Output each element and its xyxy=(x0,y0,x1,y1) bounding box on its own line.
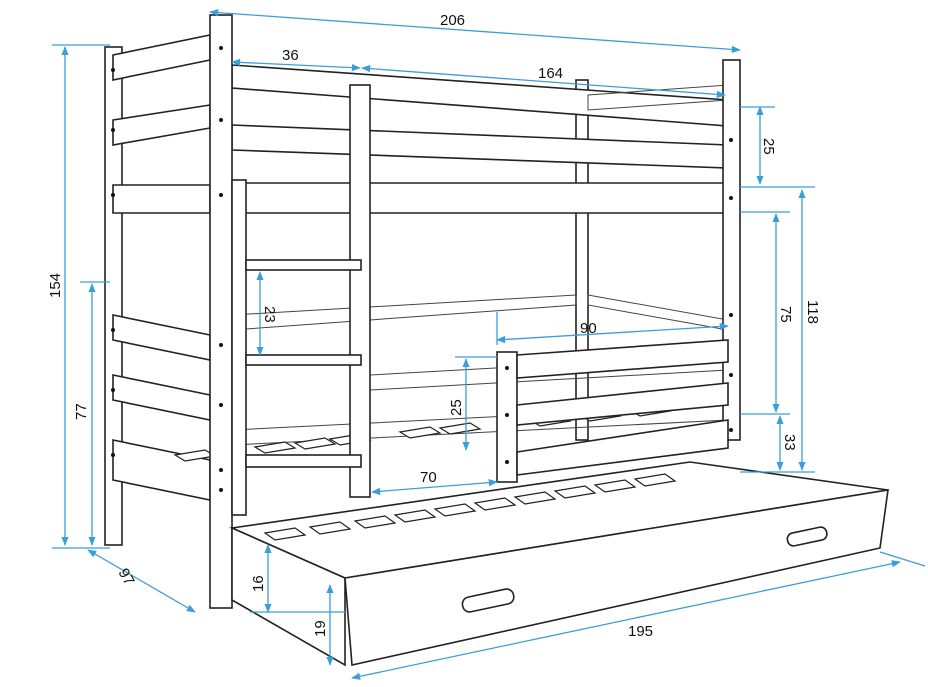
label-ladder-offset: 36 xyxy=(282,47,299,64)
back-right-post xyxy=(575,79,589,441)
drawer-handle xyxy=(786,526,828,547)
bottom-end-rail xyxy=(112,314,211,361)
front-middle-post xyxy=(349,84,371,498)
top-side-rail xyxy=(231,182,729,214)
label-width: 97 xyxy=(115,566,138,589)
top-guard-rail xyxy=(231,64,729,127)
label-total-length: 206 xyxy=(440,12,465,29)
top-end-rail xyxy=(112,34,211,81)
label-top-rail-length: 164 xyxy=(538,65,563,82)
ladder-step xyxy=(245,259,362,271)
ladder-step xyxy=(245,454,362,468)
bottom-end-rail xyxy=(112,439,211,501)
label-top-bed-height: 118 xyxy=(804,300,821,324)
bottom-guard-rail xyxy=(516,419,729,476)
label-drawer-height: 19 xyxy=(312,620,329,637)
label-drawer-depth: 16 xyxy=(250,575,267,592)
label-bottom-opening: 70 xyxy=(420,469,437,486)
drawer-slats xyxy=(263,473,677,541)
dimension-labels: 206 36 164 25 118 75 33 154 77 23 90 25 … xyxy=(47,12,821,640)
bottom-guard-rail xyxy=(516,382,729,426)
top-guard-rail xyxy=(231,124,729,169)
ladder-step xyxy=(245,354,362,366)
label-total-height: 154 xyxy=(47,273,64,298)
label-ladder-step: 23 xyxy=(261,306,278,323)
back-left-post xyxy=(104,46,123,546)
label-bottom-guard-height: 25 xyxy=(448,399,465,416)
label-drawer-length: 195 xyxy=(628,623,653,640)
label-middle-clearance: 75 xyxy=(777,306,794,323)
dimension-lines xyxy=(52,8,926,680)
drawer-side xyxy=(231,526,346,667)
top-end-rail xyxy=(112,104,211,146)
bottom-guard-rail xyxy=(516,339,729,379)
ladder-rail xyxy=(231,179,247,516)
top-end-rail xyxy=(112,184,211,214)
label-bottom-clearance: 33 xyxy=(781,434,798,451)
bottom-end-rail xyxy=(112,374,211,421)
label-bottom-bed-height: 77 xyxy=(73,403,90,420)
label-bottom-guard-length: 90 xyxy=(580,320,597,337)
front-left-post xyxy=(209,14,233,609)
label-top-guard-height: 25 xyxy=(760,138,777,155)
